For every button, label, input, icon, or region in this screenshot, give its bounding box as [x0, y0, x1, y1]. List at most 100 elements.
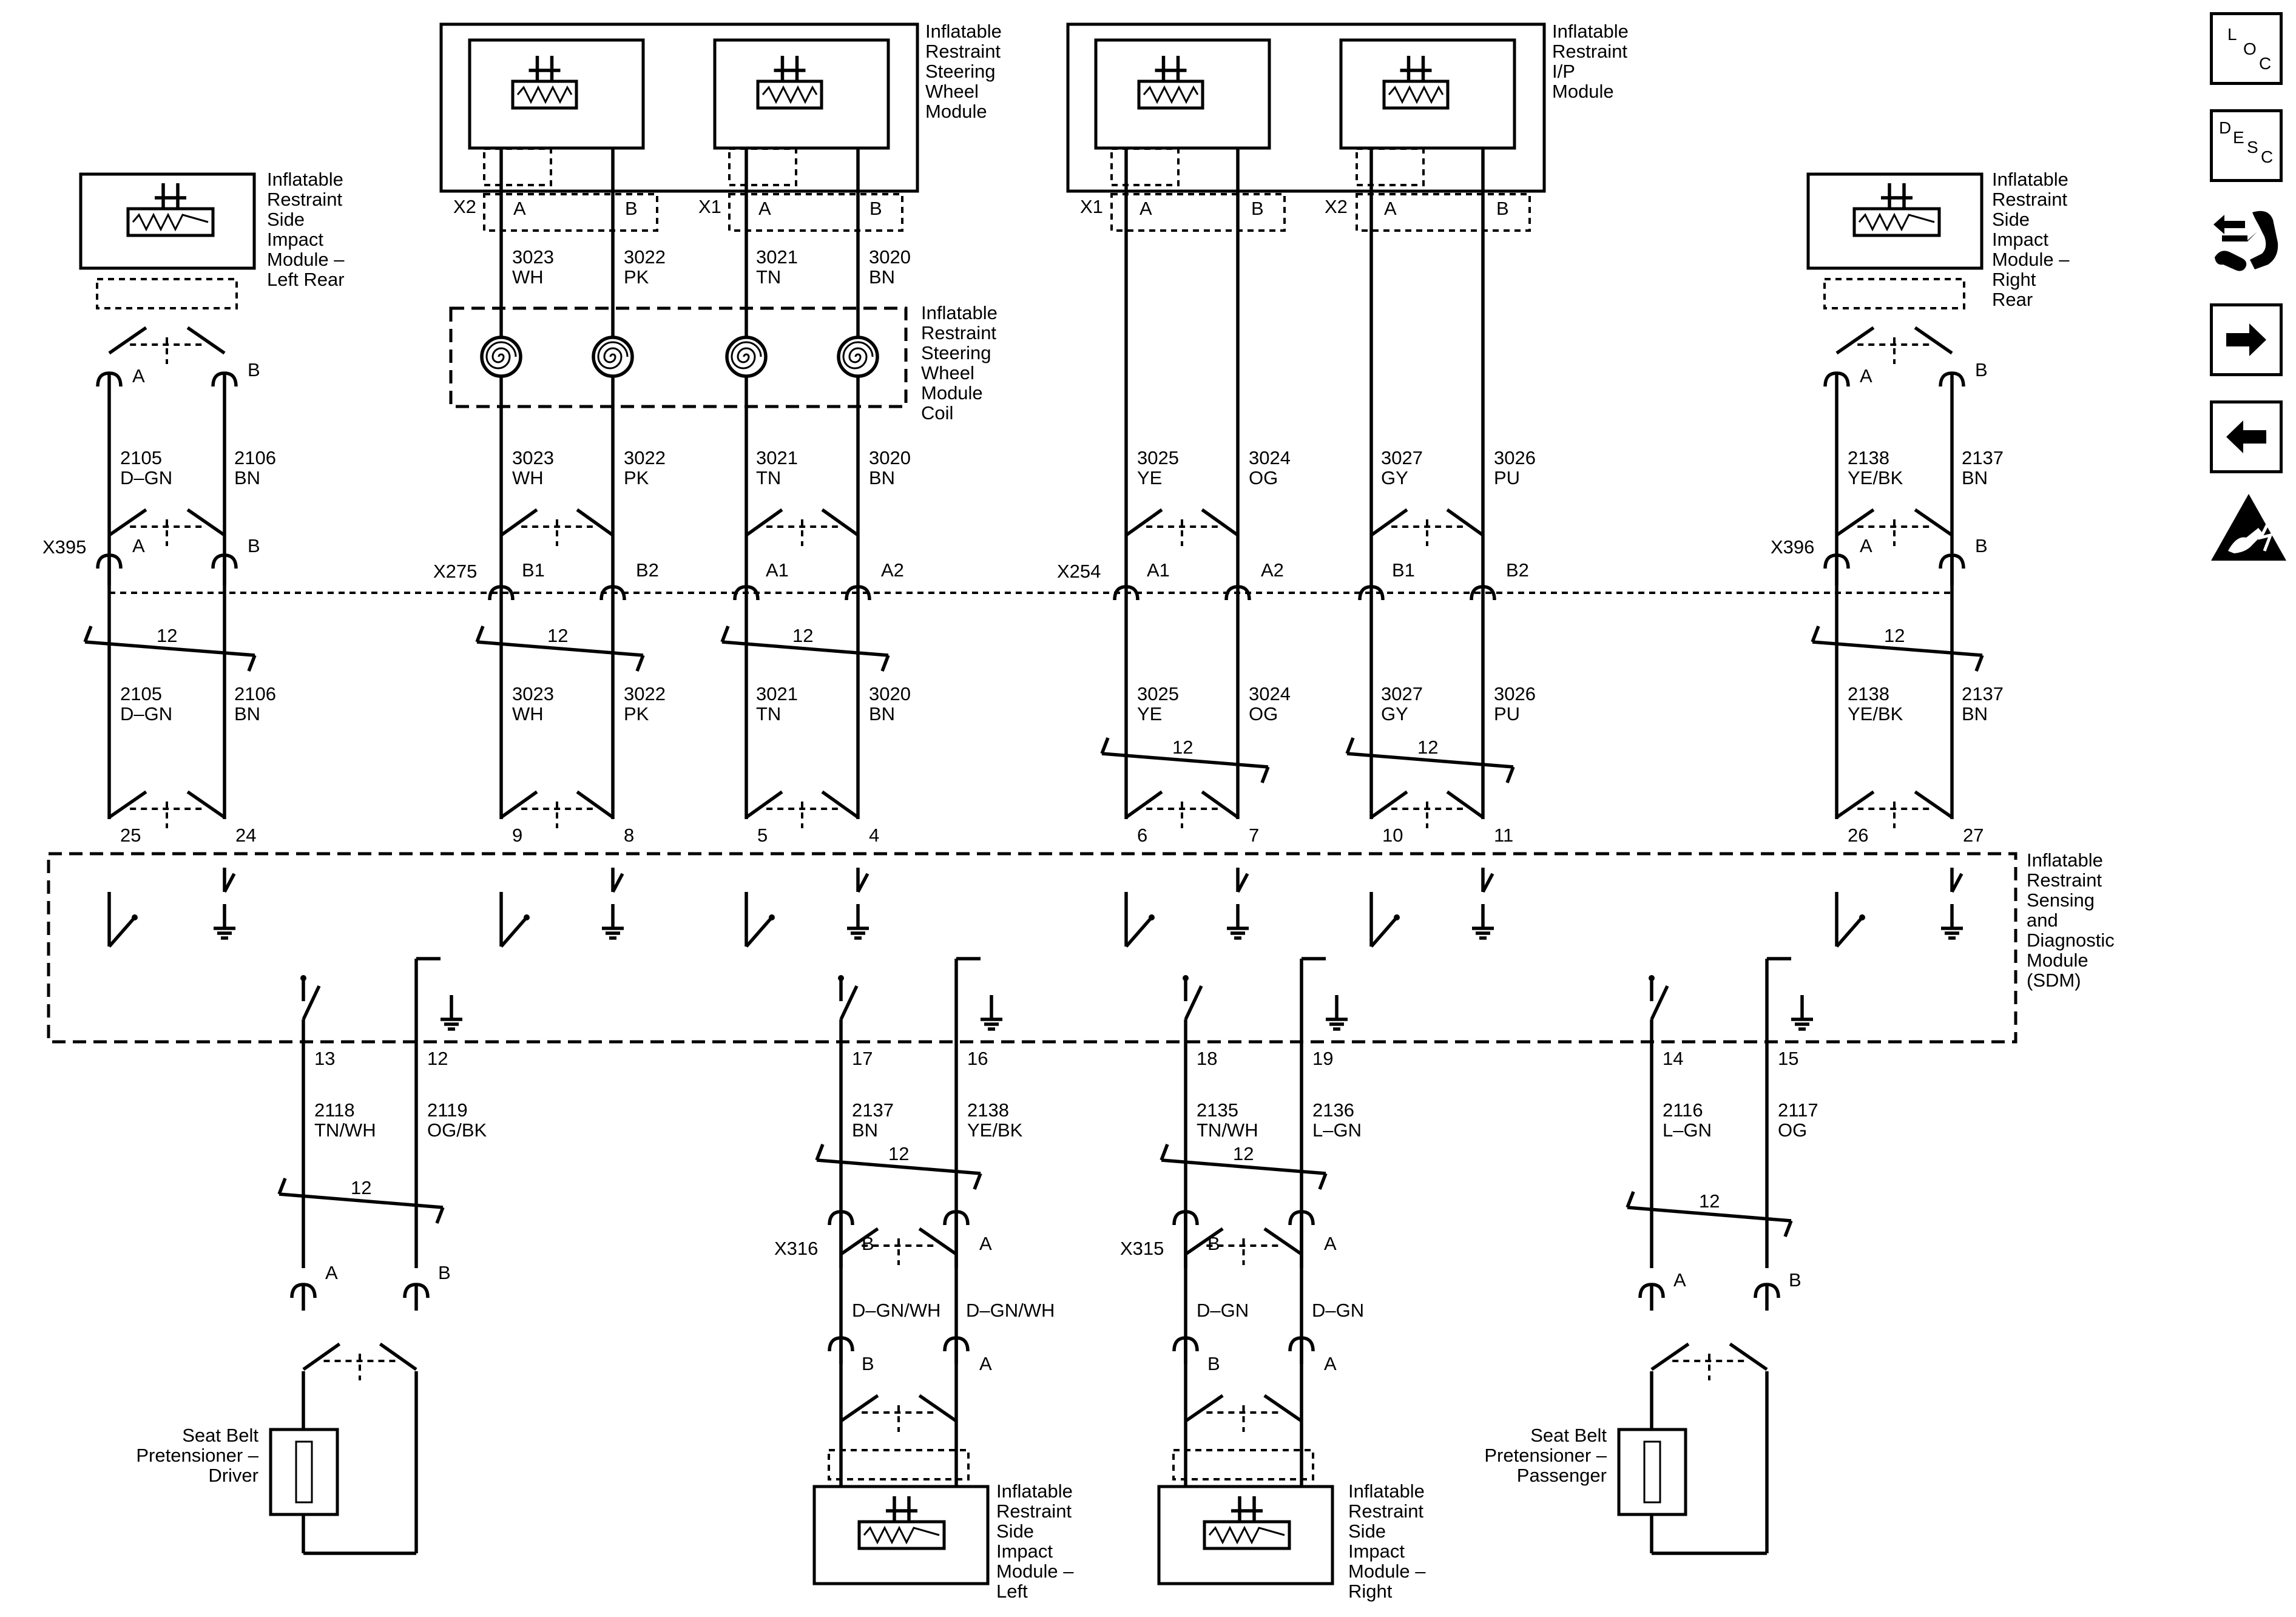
wire-2105-dgn-low-circuit: 2105 — [120, 683, 162, 704]
wire-3021-tn-low-circuit: 3021 — [756, 683, 798, 704]
x275-b2-label: B2 — [636, 559, 659, 581]
sdm-pin-15: 15 — [1778, 1048, 1798, 1069]
wire-dgn-1-circuit: D–GN — [1197, 1300, 1249, 1321]
ip-squib-1-body — [1137, 79, 1204, 110]
side-right-rear-label-line-1: Inflatable — [1992, 169, 2068, 190]
wire-3020-bn-top-circuit: 3020 — [869, 246, 911, 268]
slr-squib-body — [126, 207, 215, 237]
sdm-out-switch-dot-3 — [1183, 975, 1189, 981]
next-arrow-button[interactable] — [2210, 303, 2283, 376]
steering-wheel-coil-label-line-1: Inflatable — [921, 302, 998, 323]
wire-2106-bn-low-circuit: 2106 — [234, 683, 276, 704]
sdm-label-line-4: and — [2027, 910, 2058, 931]
x275-switch-1-contact-right — [576, 508, 614, 537]
x315-switch-2-contact-left — [1184, 1394, 1224, 1423]
sdm-pin-26: 26 — [1848, 825, 1868, 846]
sdm-entry-switch-3-contact-right — [821, 790, 859, 819]
sdm-pin-7: 7 — [1249, 825, 1259, 846]
twist-rr-tick-l — [1811, 626, 1820, 643]
sdm-label-line-3: Sensing — [2027, 890, 2095, 911]
slr-switch-top-contact-left — [108, 326, 147, 355]
desc-button[interactable]: D E S C — [2210, 109, 2283, 182]
coil-3-spiral — [731, 341, 762, 370]
loc-button[interactable]: L O C — [2210, 12, 2283, 85]
x254-switch-1-contact-right — [1201, 508, 1239, 537]
desc-letter-3: S — [2247, 138, 2258, 157]
wire-3020-bn-mid-color: BN — [869, 467, 895, 488]
side-left-rear-label-line-4: Impact — [267, 229, 323, 250]
x316-switch-2-contact-right — [918, 1394, 957, 1423]
x254-switch-1-contact-left — [1125, 508, 1163, 537]
wire-3021-tn-top-circuit: 3021 — [756, 246, 798, 268]
sdm-pin-19: 19 — [1312, 1048, 1333, 1069]
sdm-internal-switch-3-dot — [769, 914, 775, 920]
sdm-ground-blade-5 — [1481, 873, 1494, 893]
sdm-pin-5: 5 — [757, 825, 768, 846]
sdm-ground-blade-6 — [1950, 873, 1963, 893]
x275-switch-2-contact-right — [821, 508, 859, 537]
wire-3022-pk-top-circuit: 3022 — [624, 246, 666, 268]
sw-x1-terminals-box — [728, 193, 903, 232]
connector-x395: X395 — [42, 536, 86, 558]
sdm-label-line-5: Diagnostic — [2027, 930, 2115, 951]
sdm-entry-switch-6-contact-right — [1914, 790, 1953, 819]
wire-2106-bn-mid-circuit: 2106 — [234, 447, 276, 468]
previous-arrow-button[interactable] — [2210, 400, 2283, 473]
side-right-module-label-line-6: Right — [1348, 1581, 1393, 1602]
srr-term-a1-label: A — [1860, 365, 1872, 387]
wire-2116-lgn-circuit: 2116 — [1663, 1099, 1703, 1121]
wire-2138-yebk-mid-color: YE/BK — [1848, 467, 1903, 488]
esd-warning-icon[interactable] — [2210, 491, 2289, 564]
sdm-pin-27: 27 — [1963, 825, 1984, 846]
ip-squib-2-body — [1382, 79, 1450, 110]
sw-x2-connector-box — [483, 147, 552, 186]
steering-wheel-coil-label-line-5: Module — [921, 382, 983, 403]
sdm-out-switch-dot-4 — [1649, 975, 1655, 981]
sr-squib-body — [1203, 1520, 1291, 1550]
x254-b2-label: B2 — [1506, 559, 1529, 581]
connector-x1-ip: X1 — [1080, 196, 1103, 217]
steering-wheel-module-label-line-5: Module — [925, 101, 987, 122]
sdm-pin-12: 12 — [427, 1048, 448, 1069]
sw-x1-term-a: A — [758, 198, 771, 219]
pp-term-b-label: B — [1789, 1269, 1801, 1291]
side-left-module-label-line-6: Left — [996, 1581, 1028, 1602]
sdm-entry-switch-6-contact-left — [1835, 790, 1875, 819]
coil-4-outer — [837, 336, 879, 378]
side-left-module-label-line-3: Side — [996, 1521, 1034, 1542]
side-left-rear-label-line-1: Inflatable — [267, 169, 343, 190]
x316-a1-label: A — [979, 1233, 992, 1254]
wire-3027-gy-mid-color: GY — [1381, 467, 1408, 488]
diagnostic-tools-icon[interactable] — [2210, 206, 2283, 279]
desc-letter-1: D — [2219, 118, 2232, 137]
pd-pretensioner-element — [295, 1440, 313, 1504]
connector-x316: X316 — [774, 1238, 818, 1259]
ip-module-label-line-3: I/P — [1552, 61, 1575, 82]
x316-switch-1-contact-left — [840, 1227, 879, 1256]
wire-3021-tn-low-color: TN — [756, 703, 781, 724]
sdm-ground-blade-3 — [856, 873, 869, 893]
sdm-out-switch-blade-4 — [1650, 985, 1669, 1021]
twist-side-left-label: 12 — [888, 1143, 909, 1164]
pd-switch-contact-left — [302, 1342, 341, 1371]
sdm-internal-switch-1-dot — [132, 914, 138, 920]
side-left-module-label-line-4: Impact — [996, 1541, 1053, 1562]
wire-3025-ye-low-color: YE — [1137, 703, 1162, 724]
desc-letter-4: C — [2261, 147, 2274, 166]
ip-x1-connector-box — [1110, 147, 1180, 186]
sw-squib-1-body — [511, 79, 578, 110]
side-left-module-label-line-2: Restraint — [996, 1501, 1072, 1522]
ip-x2-term-a: A — [1384, 198, 1397, 219]
ip-x1-term-b: B — [1251, 198, 1264, 219]
sdm-label-line-2: Restraint — [2027, 869, 2102, 891]
twist-pret-driver-line — [279, 1192, 444, 1209]
twist-side-right-line — [1161, 1158, 1326, 1175]
twist-pret-driver-label: 12 — [351, 1177, 371, 1198]
desc-letter-2: E — [2233, 128, 2244, 147]
sw-squib-1-resistor — [516, 85, 573, 104]
sw-x1-connector-box — [728, 147, 797, 186]
side-left-rear-label-line-6: Left Rear — [267, 269, 345, 290]
twist-ip2-line — [1346, 752, 1514, 769]
twist-ip2-tick-l — [1345, 737, 1355, 754]
